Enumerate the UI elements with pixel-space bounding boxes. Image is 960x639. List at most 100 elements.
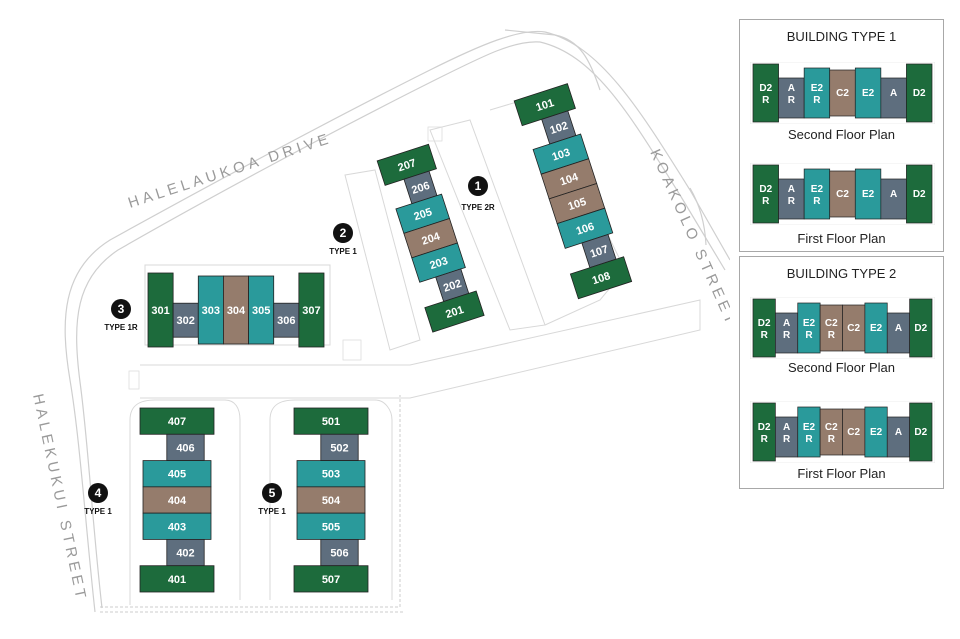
floor-unit-a: A [880,178,907,220]
floor-unit-a: A [886,416,910,458]
unit-107[interactable]: 107 [581,233,617,269]
floor-unit-label: E2 [862,88,875,99]
unit-301[interactable]: 301 [147,272,174,348]
floor-unit-label: A [788,184,795,195]
floor-unit-c2: C2 [829,170,856,218]
floor-unit-e2: E2 [864,302,888,354]
floor-unit-label: D2 [913,88,926,99]
unit-305[interactable]: 305 [248,275,275,345]
floor-unit-label: C2 [847,427,860,438]
floor-unit-mirror-label: R [813,95,821,106]
unit-507[interactable]: 507 [293,565,369,593]
unit-105[interactable]: 105 [548,182,606,225]
unit-302[interactable]: 302 [172,302,199,338]
unit-label: 107 [589,243,610,260]
unit-403[interactable]: 403 [142,512,212,540]
building-number: 1 [475,179,482,193]
unit-label: 201 [444,304,465,321]
floor-unit-a: AR [775,416,799,458]
unit-501[interactable]: 501 [293,407,369,435]
unit-label: 106 [575,221,596,238]
building-number: 5 [269,486,276,500]
floor-unit-c2: C2 [842,408,866,456]
unit-502[interactable]: 502 [320,433,359,461]
floor-unit-e2: E2 [854,168,882,220]
unit-402[interactable]: 402 [166,539,205,567]
unit-307[interactable]: 307 [298,272,325,348]
building-type-label: TYPE 1 [84,507,112,516]
building-marker-5[interactable]: 5 [262,483,282,503]
floor-unit-e2: E2R [803,67,831,119]
floor-unit-a: A [880,77,907,119]
floor-unit-d2: D2 [906,63,933,123]
floor-unit-label: A [788,83,795,94]
floor-unit-label: D2 [758,318,771,329]
unit-label: 405 [168,469,186,481]
unit-106[interactable]: 106 [556,207,614,249]
unit-label: 205 [412,206,433,223]
unit-201[interactable]: 201 [424,290,485,333]
unit-303[interactable]: 303 [197,275,224,345]
unit-204[interactable]: 204 [403,218,458,259]
floor-unit-label: E2 [862,189,875,200]
building-type-label: TYPE 1 [329,247,357,256]
floor-unit-label: C2 [836,88,849,99]
unit-503[interactable]: 503 [296,460,366,488]
floor-unit-label: C2 [825,318,838,329]
floor-unit-c2: C2 [842,304,866,352]
floor-unit-label: C2 [847,323,860,334]
floor-unit-d2: D2 [909,402,933,462]
floor-unit-a: AR [775,312,799,354]
unit-104[interactable]: 104 [540,158,598,200]
unit-407[interactable]: 407 [139,407,215,435]
unit-label: 307 [302,305,320,317]
building-type-label: TYPE 2R [461,203,495,212]
floor-unit-label: A [783,318,790,329]
street-label-halekukui: HALEKUKUI STREET [29,392,90,603]
floor-unit-c2: C2 [829,69,856,117]
unit-label: 407 [168,416,186,428]
unit-207[interactable]: 207 [376,143,437,186]
floor-unit-d2: D2R [752,63,779,123]
unit-405[interactable]: 405 [142,460,212,488]
floor-unit-label: D2 [913,189,926,200]
floor-unit-mirror-label: R [805,434,813,445]
unit-406[interactable]: 406 [166,433,205,461]
floor-unit-mirror-label: R [783,330,791,341]
unit-102[interactable]: 102 [541,110,577,145]
floor-plan-caption: Second Floor Plan [788,127,895,142]
building-marker-2[interactable]: 2 [333,223,353,243]
floor-unit-mirror-label: R [788,196,796,207]
building-marker-4[interactable]: 4 [88,483,108,503]
floor-unit-mirror-label: R [813,196,821,207]
unit-304[interactable]: 304 [223,275,249,345]
floor-unit-mirror-label: R [828,330,836,341]
unit-203[interactable]: 203 [411,242,466,283]
floor-unit-label: E2 [811,83,824,94]
unit-306[interactable]: 306 [273,302,300,338]
building-marker-3[interactable]: 3 [111,299,131,319]
floor-unit-label: E2 [803,318,816,329]
site-map: HALELAUKOA DRIVE KOAKOLO STREET HALEKUKU… [29,29,730,613]
building-marker-1[interactable]: 1 [468,176,488,196]
unit-401[interactable]: 401 [139,565,215,593]
unit-108[interactable]: 108 [569,256,633,300]
floor-unit-a: A [886,312,910,354]
unit-505[interactable]: 505 [296,512,366,540]
unit-504[interactable]: 504 [296,486,366,514]
unit-202[interactable]: 202 [435,268,470,303]
unit-label: 101 [535,97,556,114]
unit-206[interactable]: 206 [403,170,438,205]
unit-506[interactable]: 506 [320,539,359,567]
unit-label: 204 [420,230,442,247]
unit-404[interactable]: 404 [142,486,212,514]
